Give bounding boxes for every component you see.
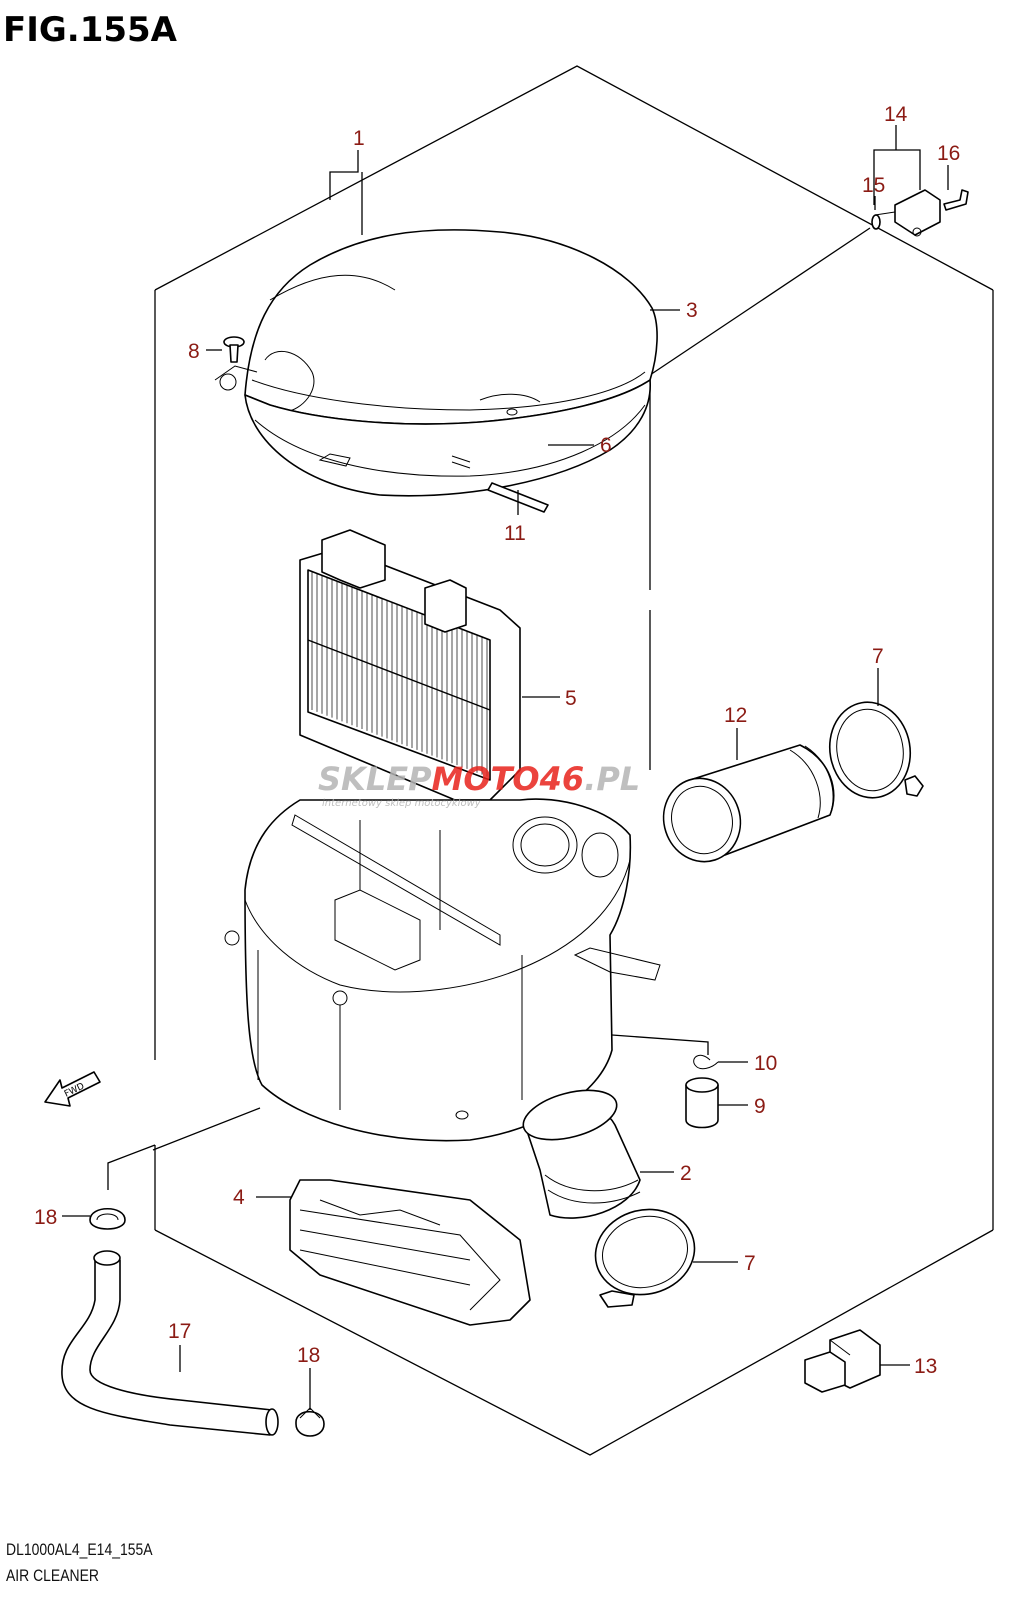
callout-1[interactable]: 1 [353, 127, 365, 150]
watermark-tagline: internetowy sklep motocyklowy [322, 798, 482, 809]
part-5-element[interactable] [299, 529, 521, 801]
callout-7-lower[interactable]: 7 [744, 1252, 756, 1275]
callout-17[interactable]: 17 [168, 1320, 191, 1343]
part-9-drain-plug[interactable] [685, 1077, 719, 1129]
figure-title: FIG.155A [3, 10, 177, 50]
part-1-case[interactable] [224, 798, 661, 1142]
part-12-intake-pipe[interactable] [653, 744, 835, 872]
callout-14[interactable]: 14 [884, 103, 908, 126]
part-2-outlet-tube[interactable] [518, 1081, 641, 1219]
element-pleats [307, 572, 491, 777]
callout-4[interactable]: 4 [233, 1186, 245, 1209]
part-10-clip[interactable] [611, 1034, 719, 1070]
part-17-drain-hose[interactable] [61, 1250, 279, 1436]
leader-lines [62, 150, 949, 1410]
callout-13[interactable]: 13 [914, 1355, 937, 1378]
callout-8[interactable]: 8 [188, 340, 200, 363]
pleat-divider [307, 639, 491, 711]
part-16-sensor-screw[interactable] [943, 189, 969, 211]
part-14-sensor[interactable] [874, 189, 941, 237]
callout-5[interactable]: 5 [565, 687, 577, 710]
callout-6[interactable]: 6 [600, 434, 612, 457]
assembly-outline [107, 65, 994, 1456]
watermark-part2: MOTO [432, 760, 540, 798]
part-7-clamp-lower[interactable] [586, 1198, 704, 1308]
callout-18-lower[interactable]: 18 [297, 1344, 320, 1367]
fwd-arrow-icon: FWD [44, 1071, 101, 1107]
watermark-part1: SKLEP [318, 760, 432, 798]
part-18-hose-clamp-lower[interactable] [295, 1407, 325, 1437]
part-18-hose-clamp-upper[interactable] [89, 1208, 126, 1230]
watermark-part3: 46 [539, 760, 585, 798]
callout-2[interactable]: 2 [680, 1162, 692, 1185]
figure-code: DL1000AL4_E14_155A [6, 1540, 153, 1559]
part-4-intake-duct[interactable] [289, 1179, 531, 1326]
callout-3[interactable]: 3 [686, 299, 698, 322]
part-15-o-ring[interactable] [871, 214, 881, 230]
part-3-cap[interactable] [244, 229, 658, 425]
callout-10[interactable]: 10 [754, 1052, 777, 1075]
callout-11[interactable]: 11 [504, 522, 526, 545]
callout-9[interactable]: 9 [754, 1095, 766, 1118]
callout-7-upper[interactable]: 7 [872, 645, 884, 668]
callout-16[interactable]: 16 [937, 142, 960, 165]
part-8-screw[interactable] [223, 336, 245, 363]
callouts: 1 2 3 4 5 6 7 7 8 9 10 11 12 13 14 15 16… [34, 103, 960, 1378]
figure-name: AIR CLEANER [6, 1566, 99, 1585]
callout-15[interactable]: 15 [862, 174, 885, 197]
callout-12[interactable]: 12 [724, 704, 747, 727]
part-6-seal[interactable] [214, 365, 651, 497]
watermark: SKLEPMOTO46.PL internetowy sklep motocyk… [318, 760, 640, 809]
svg-text:SKLEPMOTO46.PL: SKLEPMOTO46.PL [318, 760, 640, 798]
callout-18-upper[interactable]: 18 [34, 1206, 57, 1229]
part-7-clamp-upper[interactable] [822, 696, 924, 804]
watermark-part4: .PL [584, 760, 640, 798]
part-13-connector[interactable] [804, 1329, 881, 1393]
fwd-label: FWD [63, 1081, 86, 1099]
